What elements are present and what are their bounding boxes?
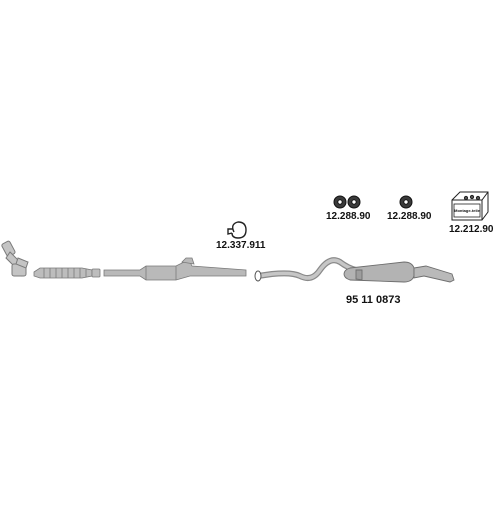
mounting-kit-part-number: 12.212.90 [449, 224, 494, 235]
front-pipe-catalyst [103, 257, 247, 281]
rear-silencer [343, 261, 415, 283]
rubber-mount-left-part-number: 12.288.90 [326, 211, 371, 222]
rear-tailpipe [413, 265, 455, 283]
clamp-part-number: 12.337.911 [216, 240, 266, 251]
rubber-mount-icon [399, 195, 413, 209]
pipe-clamp-icon [227, 221, 247, 239]
rear-section-pipe-core [256, 258, 358, 280]
rear-section-part-number: 95 11 0873 [346, 294, 401, 306]
mounting-kit-box-text: Montage-teile [454, 208, 481, 213]
rear-pipe-inlet [254, 270, 262, 282]
flex-pipe [33, 267, 101, 279]
mounting-kit-box-icon [451, 191, 489, 221]
rubber-mount-icon [333, 195, 361, 209]
rubber-mount-right-part-number: 12.288.90 [387, 211, 432, 222]
front-downpipe [1, 240, 29, 277]
